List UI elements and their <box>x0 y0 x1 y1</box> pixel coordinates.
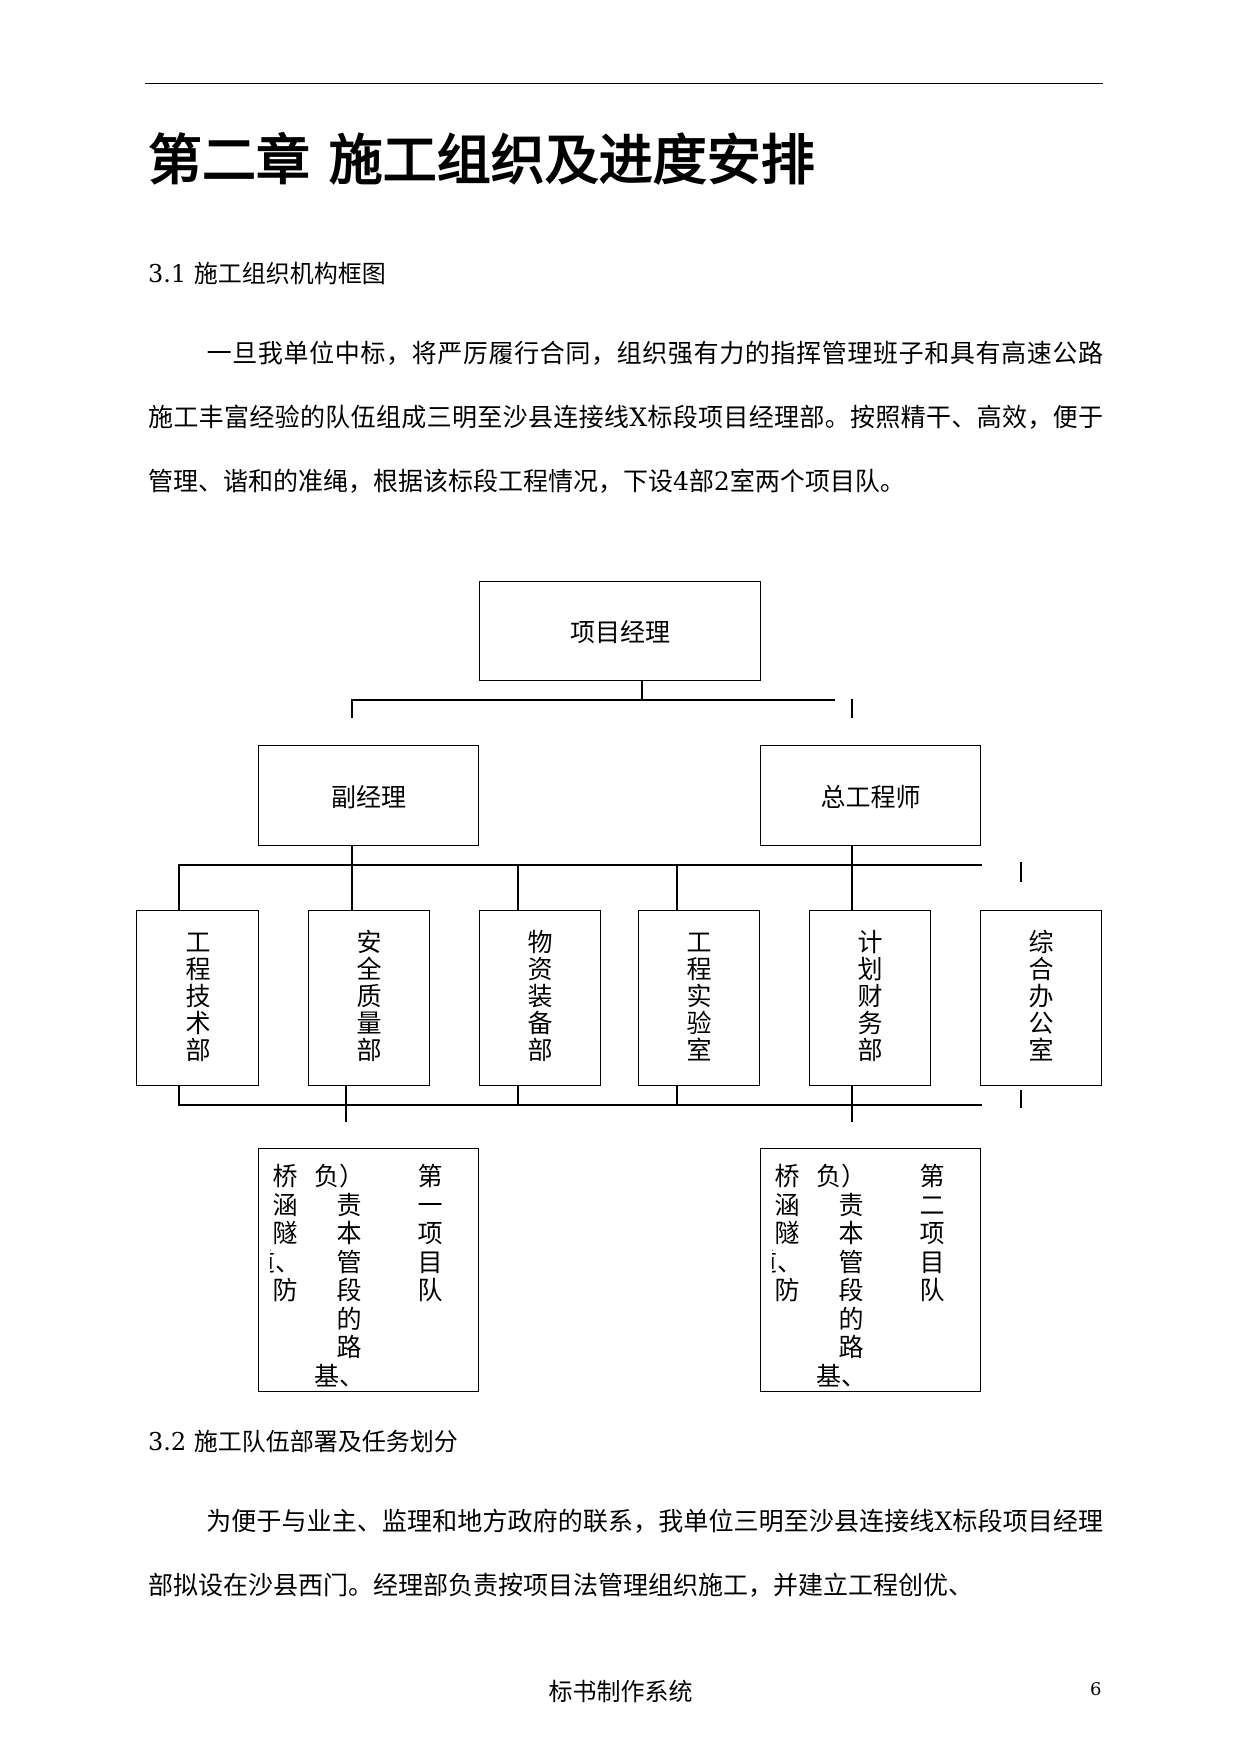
org-box-label: 计划财务部 <box>857 928 883 1065</box>
org-box-project-team-2: 第二项目队 （负责本管段的路基、桥涵隧道、防 <box>760 1148 981 1392</box>
connector-line <box>178 864 982 866</box>
org-box-label: 副经理 <box>330 782 406 812</box>
header-rule <box>145 83 1103 84</box>
org-box-label: 工程技术部 <box>185 928 211 1065</box>
team-name: 第一项目队 <box>417 1163 443 1305</box>
org-box-materials-dept: 物资装备部 <box>479 910 601 1086</box>
connector-line <box>851 699 853 718</box>
connector-line <box>178 864 180 912</box>
paragraph-3-2-text: 为便于与业主、监理和地方政府的联系，我单位三明至沙县连接线X标段项目经理部拟设在… <box>148 1507 1103 1600</box>
footer-title: 标书制作系统 <box>548 1678 693 1706</box>
org-box-label: 工程实验室 <box>686 928 712 1065</box>
connector-line <box>1020 1090 1022 1108</box>
team-note: （负责本管段的路基、桥涵隧道、防 <box>270 1163 364 1391</box>
org-box-project-team-1: 第一项目队 （负责本管段的路基、桥涵隧道、防 <box>258 1148 479 1392</box>
paragraph-3-1: 一旦我单位中标，将严厉履行合同，组织强有力的指挥管理班子和具有高速公路施工丰富经… <box>148 322 1103 514</box>
connector-line <box>345 1086 347 1106</box>
connector-line <box>851 864 853 912</box>
connector-line <box>851 1104 853 1122</box>
team-note: （负责本管段的路基、桥涵隧道、防 <box>772 1163 866 1391</box>
connector-line <box>351 864 353 912</box>
connector-line <box>351 699 835 701</box>
connector-line <box>676 864 678 912</box>
org-box-project-manager: 项目经理 <box>479 581 761 681</box>
chapter-title: 第二章 施工组织及进度安排 <box>148 129 815 192</box>
connector-line <box>351 845 353 865</box>
org-box-label: 综合办公室 <box>1028 928 1054 1065</box>
connector-line <box>517 1086 519 1106</box>
connector-line <box>676 1086 678 1106</box>
connector-line <box>345 1104 347 1122</box>
section-heading-3-2: 3.2 施工队伍部署及任务划分 <box>148 1428 458 1456</box>
page-number: 6 <box>1090 1679 1102 1700</box>
paragraph-3-1-text: 一旦我单位中标，将严厉履行合同，组织强有力的指挥管理班子和具有高速公路施工丰富经… <box>148 339 1103 496</box>
connector-line <box>178 1086 180 1106</box>
connector-line <box>351 699 353 718</box>
org-box-safety-quality-dept: 安全质量部 <box>308 910 430 1086</box>
connector-line <box>1020 862 1022 882</box>
org-box-label: 物资装备部 <box>527 928 553 1065</box>
connector-line <box>851 845 853 865</box>
org-box-label: 总工程师 <box>820 782 921 812</box>
org-box-chief-engineer: 总工程师 <box>760 745 981 846</box>
org-box-general-office: 综合办公室 <box>980 910 1102 1086</box>
org-box-label: 安全质量部 <box>356 928 382 1065</box>
connector-line <box>178 1104 982 1106</box>
paragraph-3-2: 为便于与业主、监理和地方政府的联系，我单位三明至沙县连接线X标段项目经理部拟设在… <box>148 1490 1103 1618</box>
org-box-planning-finance-dept: 计划财务部 <box>809 910 931 1086</box>
connector-line <box>851 1086 853 1106</box>
connector-line <box>517 864 519 912</box>
org-box-engineering-lab: 工程实验室 <box>638 910 760 1086</box>
org-box-label: 项目经理 <box>569 618 670 647</box>
team-name: 第二项目队 <box>919 1163 945 1305</box>
section-heading-3-1: 3.1 施工组织机构框图 <box>148 260 386 288</box>
org-box-engineering-dept: 工程技术部 <box>136 910 259 1086</box>
connector-line <box>641 680 643 700</box>
org-box-deputy-manager: 副经理 <box>258 745 479 846</box>
